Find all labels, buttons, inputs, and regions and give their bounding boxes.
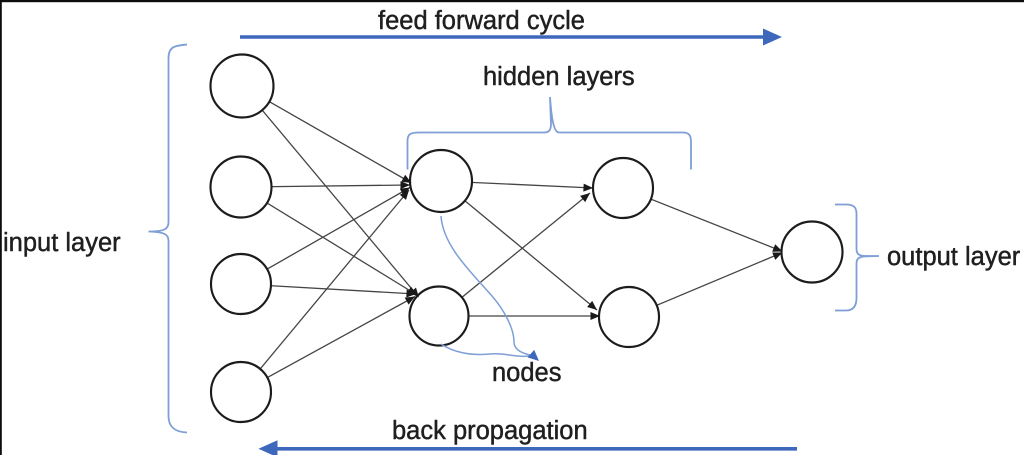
svg-text:nodes: nodes — [492, 359, 561, 387]
svg-text:output layer: output layer — [887, 243, 1021, 271]
svg-text:hidden layers: hidden layers — [483, 63, 635, 91]
svg-text:feed forward cycle: feed forward cycle — [378, 7, 585, 35]
svg-text:input layer: input layer — [3, 229, 121, 257]
svg-text:back propagation: back propagation — [392, 417, 588, 445]
